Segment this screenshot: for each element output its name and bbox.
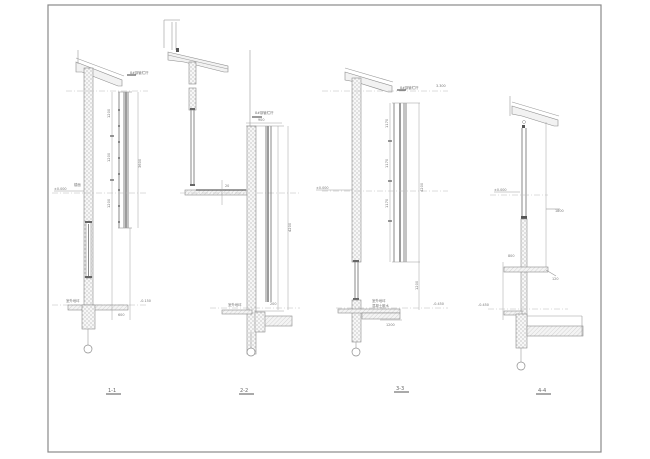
step-slab (503, 266, 549, 273)
dim-label: 800 (508, 254, 514, 258)
note-label: 楼面 (74, 182, 81, 187)
brick-wall (83, 67, 94, 321)
dim-label: 600 (118, 313, 124, 317)
brick-wall (246, 125, 257, 355)
dim-label: 200 (270, 302, 276, 306)
roof-canopy (511, 105, 559, 127)
elevation-label: ±0.000 (494, 188, 507, 192)
section-title: 2-2 (240, 388, 248, 394)
dim-label: 1170 (385, 118, 389, 128)
section-title: 4-4 (538, 388, 546, 394)
section-1-1: 1200 1200 1200 3600 8#钢管栏杆 ±0.000 楼面 室外地… (52, 50, 151, 395)
dim-label: 1200 (386, 323, 395, 327)
dim-label: 1200 (107, 108, 111, 118)
ground-slab (67, 304, 129, 311)
note-label: 室外地坪 (228, 302, 242, 307)
railing-posts (118, 109, 120, 223)
section-title: 3-3 (396, 386, 404, 392)
dim-label: 1200 (415, 280, 419, 290)
dim-label: 120 (552, 277, 558, 281)
dim-label: 1200 (107, 198, 111, 208)
dim-label: 1170 (385, 198, 389, 208)
elevation-label: -0.450 (433, 302, 444, 306)
dim-label: 1200 (107, 152, 111, 162)
axis-bubble (516, 361, 526, 371)
dim-label: 20 (225, 184, 229, 188)
dim-label: 4200 (420, 182, 424, 192)
axis-bubble (83, 344, 93, 354)
section-3-3: 1170 1170 1170 4200 1200 8#钢管栏杆 3.300 ±0… (316, 67, 448, 393)
dim-label: 3600 (138, 158, 142, 168)
elevation-label: -0.150 (140, 299, 151, 303)
note-label: 混凝土散水 (372, 303, 390, 308)
ground-slab (337, 308, 401, 314)
note-label: 8#钢管栏杆 (255, 110, 274, 115)
dim-label: 1800 (555, 209, 564, 213)
section-2-2: 20 4200 900 8#钢管栏杆 室外地坪 200 2-2 (163, 19, 300, 395)
elevation-label: -0.450 (478, 303, 489, 307)
section-title: 1-1 (108, 388, 116, 394)
dim-label: 1170 (385, 158, 389, 168)
section-4-4: 1800 ±0.000 800 120 -0.450 4-4 (478, 96, 584, 395)
balcony-slab (184, 189, 251, 196)
note-label: 8#钢管栏杆 (130, 70, 149, 75)
ground-slab (221, 309, 253, 315)
note-label: 8#钢管栏杆 (400, 85, 419, 90)
ground-slab (503, 310, 523, 316)
dim-label: 4200 (288, 222, 292, 232)
note-label: 室外地坪 (372, 298, 386, 303)
axis-bubble (351, 347, 361, 357)
roof-canopy (344, 71, 393, 93)
note-label: 室外地坪 (66, 298, 80, 303)
elevation-label: ±0.000 (54, 187, 67, 191)
brick-wall (351, 77, 362, 263)
axis-bubble (246, 347, 256, 357)
brick-wall (188, 61, 197, 85)
dim-label: 900 (258, 118, 264, 122)
elevation-label: 3.300 (436, 84, 446, 88)
roof-canopy (75, 61, 123, 87)
drawing-frame (47, 4, 602, 453)
elevation-label: ±0.000 (316, 186, 329, 190)
